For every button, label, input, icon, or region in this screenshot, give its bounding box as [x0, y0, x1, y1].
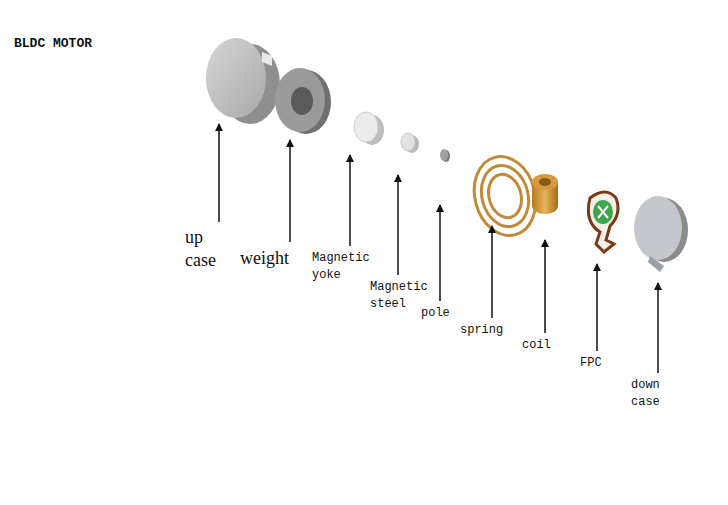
- down-case-part: [634, 196, 688, 272]
- diagram-title: BLDC MOTOR: [14, 36, 92, 51]
- pole-part: [440, 149, 450, 162]
- part-label: Magnetic steel: [370, 279, 428, 314]
- leader-arrows: [219, 124, 658, 373]
- part-label: spring: [460, 322, 503, 339]
- magnetic-yoke-part: [354, 112, 384, 145]
- part-label: pole: [421, 305, 450, 322]
- part-label: Magnetic yoke: [312, 250, 370, 285]
- weight-part: [275, 68, 331, 134]
- up-case-part: [206, 38, 280, 124]
- part-label: coil: [522, 337, 551, 354]
- part-label: down case: [631, 377, 660, 412]
- part-label: weight: [240, 247, 289, 270]
- part-label: up case: [185, 226, 216, 271]
- coil-part: [532, 174, 558, 214]
- part-label: FPC: [580, 355, 602, 372]
- magnetic-steel-part: [401, 133, 419, 153]
- fpc-part: [588, 192, 618, 252]
